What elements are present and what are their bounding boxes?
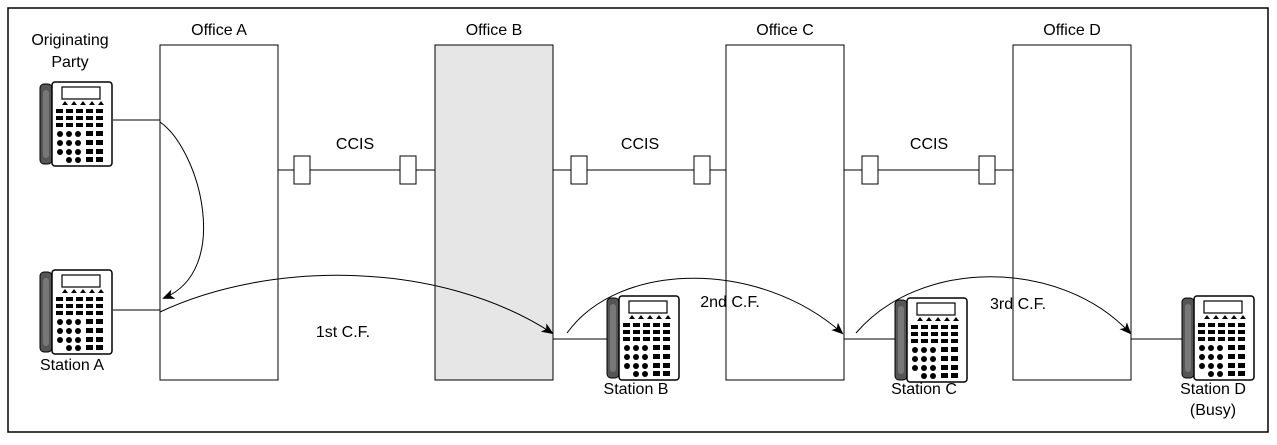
office-d-label: Office D xyxy=(1043,22,1101,39)
ccis-label-cd: CCIS xyxy=(909,136,949,153)
telephone-icon xyxy=(1181,295,1255,381)
office-c-label: Office C xyxy=(756,22,814,39)
first-forward-arrow xyxy=(159,274,554,335)
originating-party-line1: Originating xyxy=(31,32,109,49)
telephone-icon xyxy=(39,81,113,167)
office-b-box xyxy=(434,44,554,381)
office-d-box xyxy=(1012,44,1132,381)
ccis-link-cd xyxy=(844,155,1013,185)
office-c-box xyxy=(725,44,845,381)
originating-party-line2: Party xyxy=(51,54,89,71)
telephone-icon xyxy=(39,269,113,355)
call-path-arrow xyxy=(159,121,205,299)
station-a-label: Station A xyxy=(39,357,105,374)
third-forward-label: 3rd C.F. xyxy=(989,296,1047,313)
office-a-label: Office A xyxy=(191,22,247,39)
station-d-label: Station D xyxy=(1180,381,1246,398)
ccis-label-ab: CCIS xyxy=(335,136,375,153)
office-a-box xyxy=(159,44,279,381)
telephone-icon xyxy=(894,297,968,383)
ccis-link-bc xyxy=(553,155,726,185)
first-forward-label: 1st C.F. xyxy=(315,324,371,341)
office-b-label: Office B xyxy=(465,22,523,39)
frame-border xyxy=(7,7,1269,433)
station-c-label: Station C xyxy=(891,381,957,398)
second-forward-arrow xyxy=(566,277,844,335)
ccis-label-bc: CCIS xyxy=(620,136,660,153)
third-forward-arrow xyxy=(855,276,1132,335)
ccis-link-ab xyxy=(278,155,435,185)
telephone-icon xyxy=(606,295,680,381)
station-d-busy-note: (Busy) xyxy=(1189,402,1237,419)
station-b-label: Station B xyxy=(603,381,669,398)
second-forward-label: 2nd C.F. xyxy=(700,294,760,311)
